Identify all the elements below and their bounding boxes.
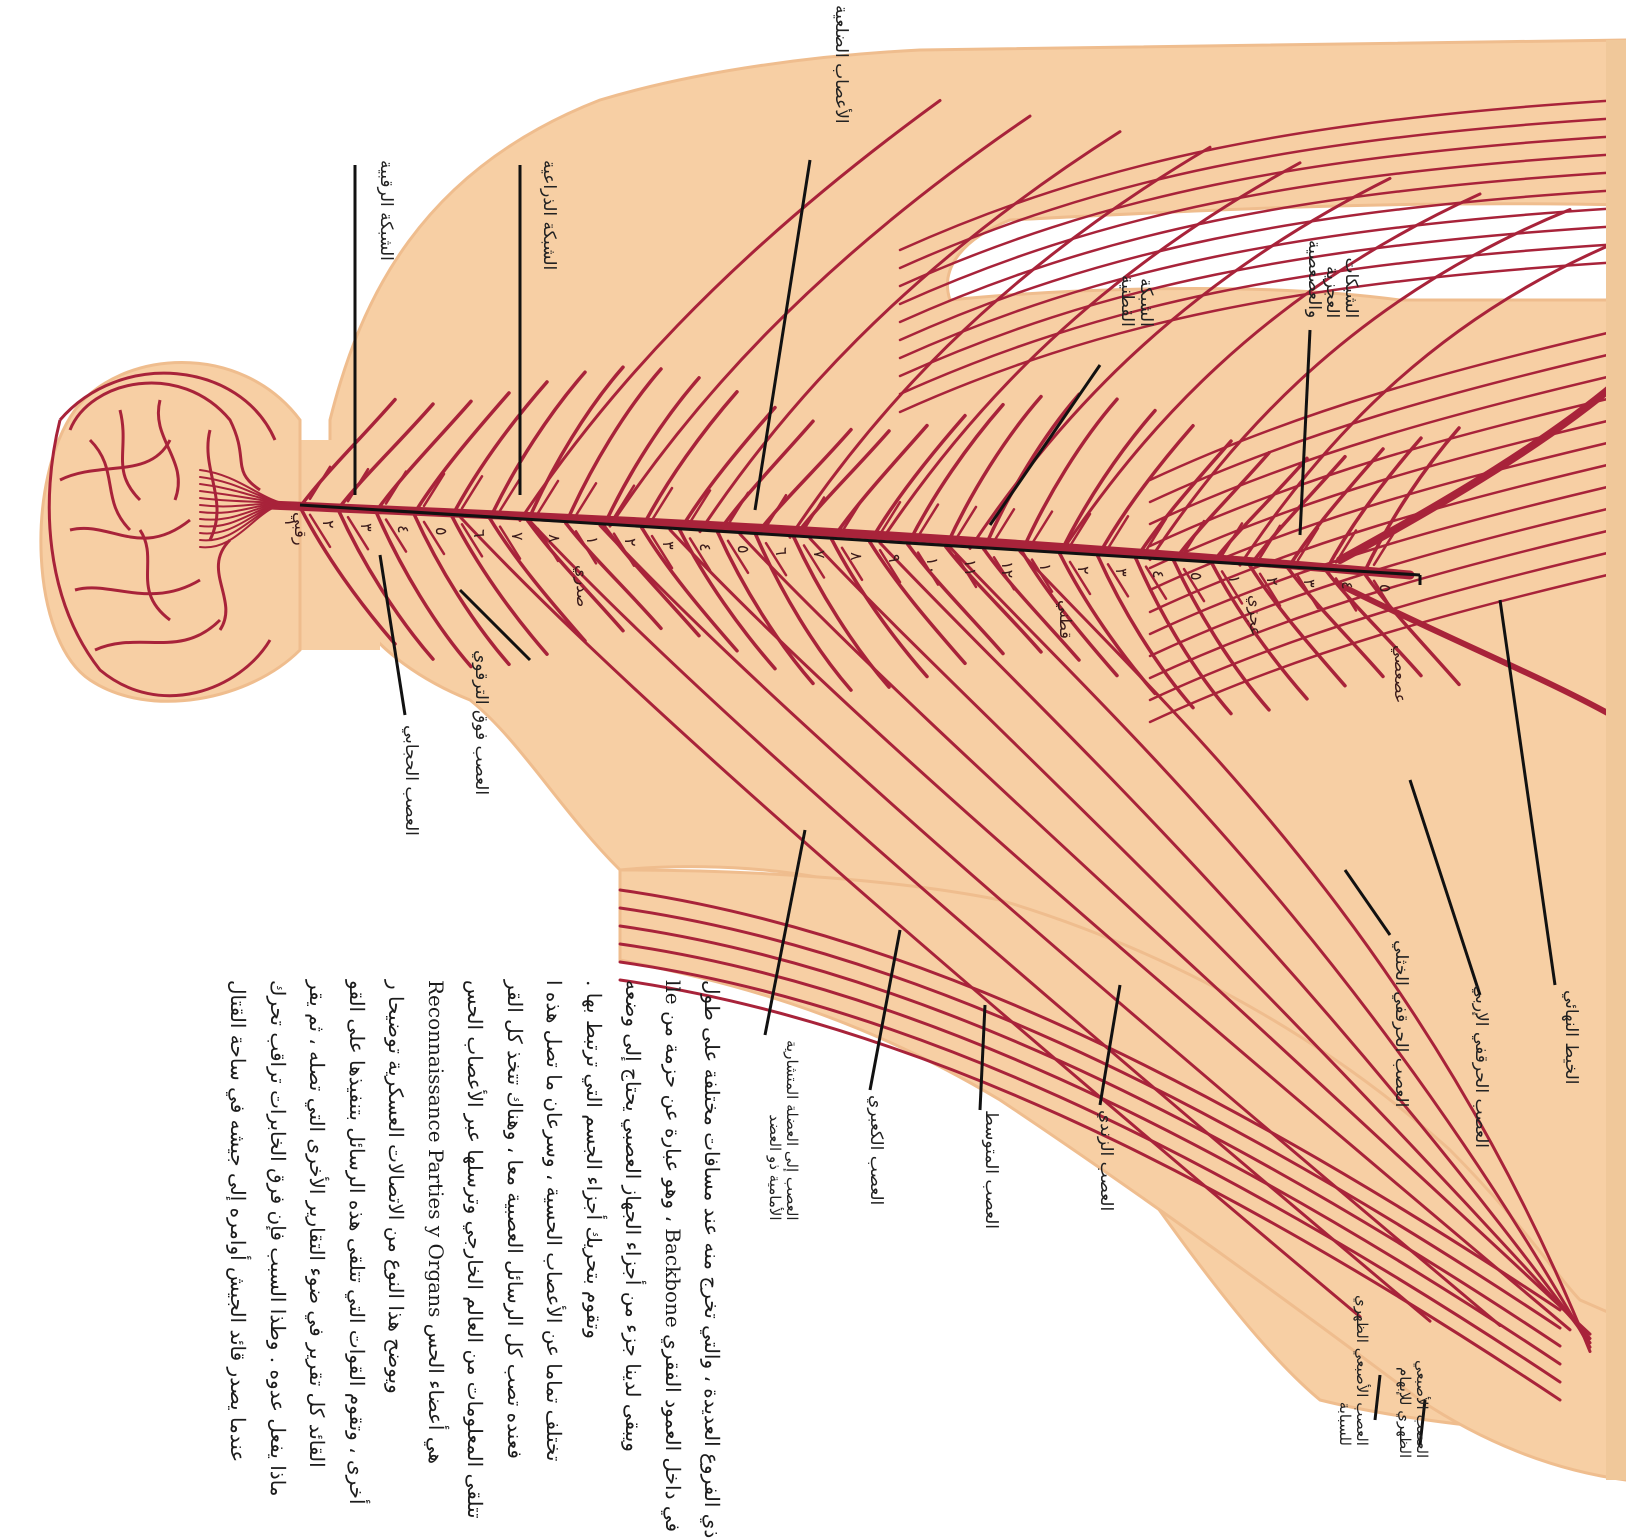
vertebra-number: ٥ [1187, 572, 1206, 581]
digital-nerve-line-1: العصب الأصبعي الظهري [1354, 1295, 1371, 1446]
vertebra-number: ٧ [508, 532, 527, 541]
body-text-line: ويوضح هذا النوع من الاتصالات العسكرية تو… [386, 980, 406, 1394]
anterior-cutaneous-line-2: الأمامية ذو العضد [767, 1040, 784, 1221]
vertebra-number: ٧ [810, 550, 829, 559]
label-cervical-plexus: الشبكة الرقبية [376, 160, 395, 261]
spine-tag-coccygeal: عصعصي [1391, 645, 1410, 703]
label-radial-nerve: العصب الكعبري [866, 1095, 885, 1205]
spine-tag-thoracic: صدري [573, 565, 592, 607]
label-filum-terminale: الخيط النهائي [1561, 990, 1580, 1085]
label-suprascapular-nerve: العصب فوق الترقوي [471, 650, 490, 795]
label-brachial-plexus: الشبكة الذراعية [539, 160, 558, 270]
body-text-line: ماذا يفعل عدوه . وطذا السبب فإن فرق الخا… [268, 980, 288, 1497]
body-text-line: عندما يصدر قائد الجيش أوامره إلى جيشه في… [228, 980, 248, 1462]
vertebra-number: ٨ [545, 534, 564, 543]
body-text-line: فعنده تصب كل الرسائل العصبية معا ، وهناك… [505, 980, 525, 1459]
label-digital-nerve: العصب الأصبعي الظهري للسبابة [1337, 1295, 1370, 1446]
vertebra-number: ٥ [432, 527, 451, 536]
label-anterior-cutaneous: العصب إلى العضلة المتشارية الأمامية ذو ا… [767, 1040, 800, 1221]
vertebra-number: ١١ [961, 559, 980, 576]
vertebra-number: ٢ [621, 538, 640, 547]
sacral-plexus-line-1: الشبكات [1341, 240, 1360, 318]
vertebra-number: ١ [1036, 563, 1055, 572]
vertebra-number: ١ [583, 536, 602, 545]
body-text-line: تتلقى المعلومات من العالم الخارجي وترسله… [465, 980, 485, 1519]
vertebra-number: ٢ [1263, 577, 1282, 586]
vertebra-number: ٦ [470, 529, 489, 538]
vertebra-number: ٨ [847, 552, 866, 561]
label-sacral-coccygeal-plexus: الشبكات العجزية والعصعصية [1304, 240, 1360, 318]
vertebra-number: ٢ [1074, 566, 1093, 575]
vertebra-number: ١ [281, 518, 300, 527]
vertebra-number: ٣ [1112, 568, 1131, 577]
vertebra-number: ٣ [1300, 579, 1319, 588]
body-text-line: هي أعضاء الحس Reconnaissance Parties y O… [426, 980, 446, 1464]
body-text-line: تختلف تماما عن الأعصاب الحسية ، وسرعان م… [544, 980, 564, 1461]
label-dorsal-digital-nerve: العصب الأصبعي الظهري للإبهام [1397, 1360, 1430, 1458]
sacral-plexus-line-3: والعصعصية [1304, 240, 1323, 318]
label-lumbar-plexus: الشبكة القطنية [1118, 275, 1155, 327]
vertebra-number: ١٢ [998, 561, 1017, 578]
vertebra-number: ٤ [394, 525, 413, 534]
vertebra-number: ١٠ [923, 557, 942, 574]
vertebra-number: ٣ [357, 523, 376, 532]
vertebra-number: ٥ [1376, 584, 1395, 593]
label-phrenic-nerve: العصب الحجابي [401, 725, 420, 836]
label-intercostal-nerves: الأعصاب الضلعية [831, 5, 850, 124]
body-text-line: ذي الفروع العديدة ، والتي تخرج منه عند م… [702, 980, 722, 1538]
digital-nerve-line-2: للسبابة [1337, 1295, 1354, 1446]
lumbar-plexus-line-2: القطنية [1118, 275, 1137, 327]
lumbar-plexus-line-1: الشبكة [1136, 275, 1155, 327]
anterior-cutaneous-line-1: العصب إلى العضلة المتشارية [784, 1040, 801, 1221]
vertebra-number: ٣ [659, 541, 678, 550]
page-edge-strip [1606, 40, 1626, 1480]
vertebra-number: ٥ [734, 545, 753, 554]
body-text-line: وتقوم بتحريك أجزاء الجسم التي ترتبط بها … [584, 980, 604, 1339]
vertebra-number: ٦ [772, 547, 791, 556]
spine-tag-sacral: عجزي [1246, 595, 1265, 636]
vertebra-number: ٢ [319, 520, 338, 529]
vertebra-number: ٤ [1149, 570, 1168, 579]
vertebra-number: ١ [1225, 575, 1244, 584]
label-median-nerve: العصب المتوسط [981, 1110, 1000, 1229]
body-text-line: ويبقى لدينا جزء من أجزاء الجهاز العصبي ي… [623, 980, 643, 1452]
body-text-line: أخرى ، وتقوم القوات التي تتلقى هذه الرسا… [347, 980, 367, 1505]
label-ulnar-nerve: العصب الزندي [1096, 1110, 1115, 1211]
label-genitofemoral-nerve: العصب الحرقفي الخثلي [1391, 940, 1410, 1107]
label-lateral-femoral-nerve: العصب الحرقفي الإربي [1471, 985, 1490, 1148]
body-text-line: القائد كل تقرير في ضوء التقارير الأخرى ا… [307, 980, 327, 1468]
vertebra-number: ٩ [885, 554, 904, 563]
vertebra-number: ٤ [696, 543, 715, 552]
sacral-plexus-line-2: العجزية [1323, 240, 1342, 318]
body-text-line: في داخل العمود الفقري Backbone ، وهو عبا… [663, 980, 683, 1532]
vertebra-number: ٤ [1338, 581, 1357, 590]
dorsal-digital-line-1: العصب الأصبعي [1414, 1360, 1431, 1458]
dorsal-digital-line-2: الظهري للإبهام [1397, 1360, 1414, 1458]
spine-tag-lumbar: قطني [1056, 600, 1075, 639]
